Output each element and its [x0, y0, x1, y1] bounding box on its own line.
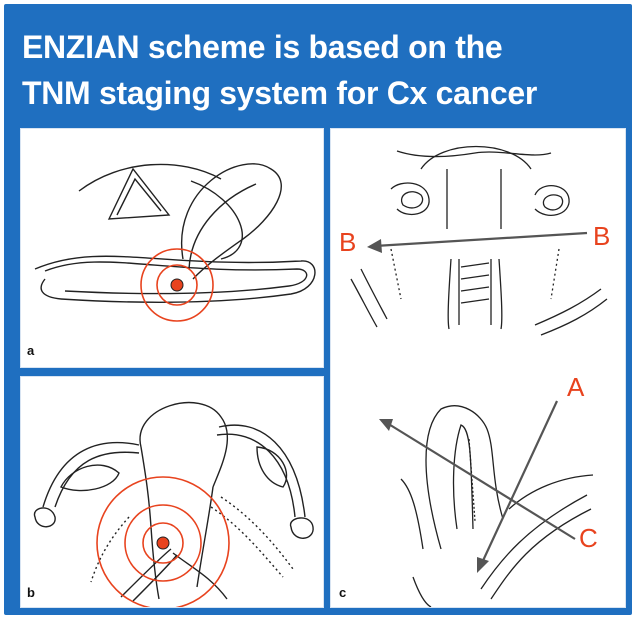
sagittal-pelvis-drawing	[21, 129, 323, 367]
panel-label-c: c	[339, 585, 346, 600]
panel-a: a	[20, 128, 324, 368]
arrow-label-a: A	[567, 372, 584, 403]
title-line-1: ENZIAN scheme is based on the	[22, 24, 622, 70]
panel-b: b	[20, 376, 324, 608]
arrow-label-b-left: B	[339, 227, 356, 258]
figure-title: ENZIAN scheme is based on the TNM stagin…	[22, 24, 622, 116]
panel-label-a: a	[27, 343, 34, 358]
title-line-2: TNM staging system for Cx cancer	[22, 70, 622, 116]
panel-c: B B A C c	[330, 128, 626, 608]
coronal-uterus-drawing	[21, 377, 323, 607]
panel-label-b: b	[27, 585, 35, 600]
arrow-label-c: C	[579, 523, 598, 554]
arrow-label-b-right: B	[593, 221, 610, 252]
